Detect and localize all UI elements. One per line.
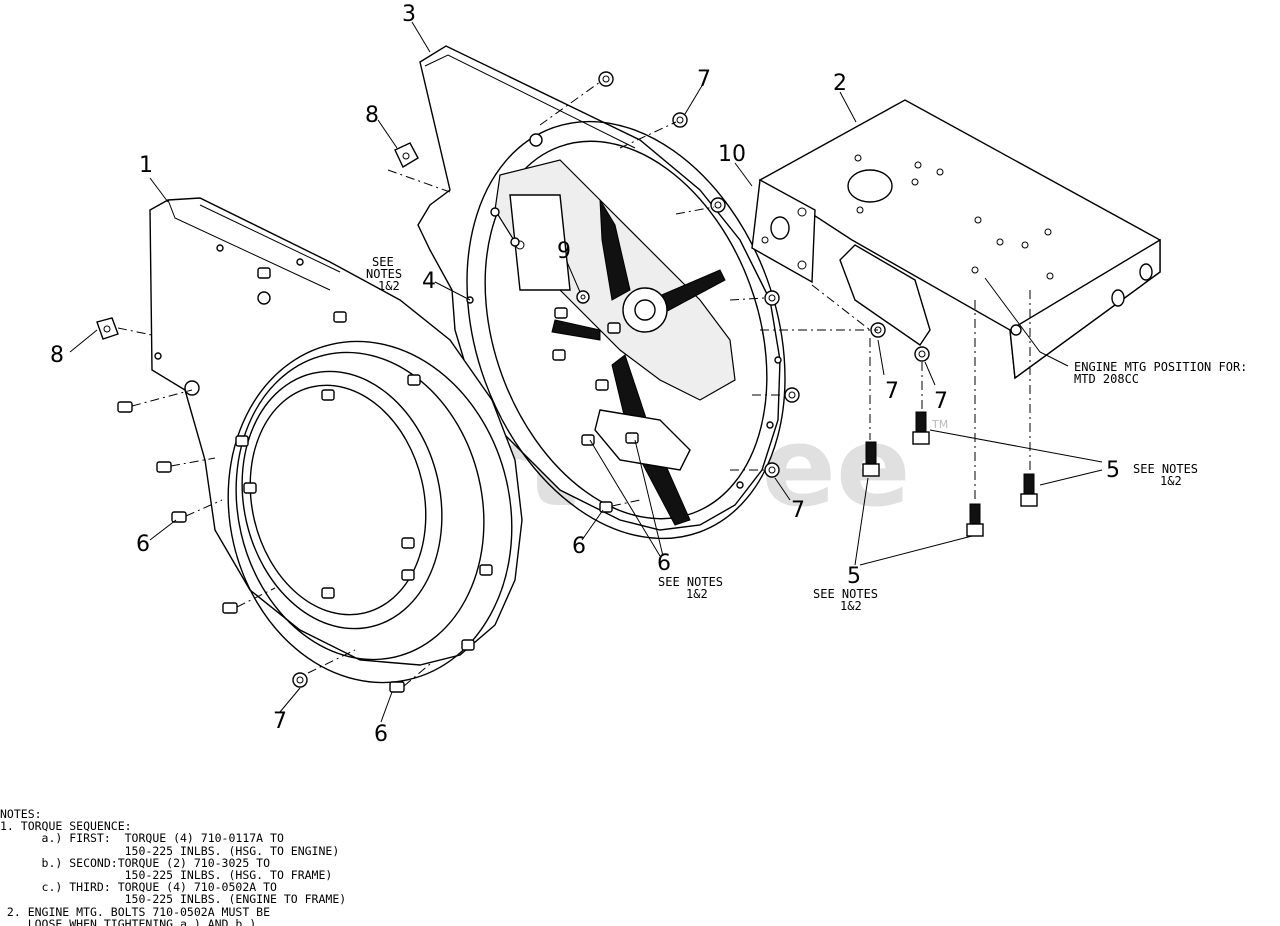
callout-6-left: 6 [136, 532, 150, 557]
part-8-clip-upper [394, 142, 419, 168]
part-1-housing-cover [149, 197, 523, 684]
callout-5-bottom: 5 [847, 564, 861, 589]
callout-7-bottom: 7 [273, 709, 287, 734]
callout-7-right-lower: 7 [791, 498, 805, 523]
callout-6-center: 6 [657, 551, 671, 576]
callout-7-frame-right: 7 [934, 389, 948, 414]
callout-3: 3 [402, 2, 416, 27]
callout-7-top: 7 [697, 67, 711, 92]
part-2-engine-frame [751, 99, 1161, 380]
callout-9: 9 [557, 239, 571, 264]
notes-block: NOTES: 1. TORQUE SEQUENCE: a.) FIRST: TO… [0, 808, 440, 926]
see-notes-housing-line2: NOTES [366, 267, 402, 281]
notes-line: a.) FIRST: TORQUE (4) 710-0117A TO [0, 831, 284, 846]
see-notes-bottom-line1: SEE NOTES [813, 587, 878, 601]
nuts-part-7 [292, 71, 930, 688]
engine-mtg-note-line2: MTD 208CC [1074, 372, 1139, 386]
notes-line: NOTES: [0, 807, 42, 821]
notes-line: b.) SECOND:TORQUE (2) 710-3025 TO [0, 855, 271, 870]
notes-line: LOOSE WHEN TIGHTENING a.) AND b.) [0, 916, 257, 926]
callout-4: 4 [422, 269, 436, 294]
callout-8-upper: 8 [365, 103, 379, 128]
callout-10: 10 [718, 142, 746, 167]
see-notes-housing-line3: 1&2 [378, 279, 400, 293]
engine-bolts-part-5 [862, 411, 1038, 537]
callout-2: 2 [833, 71, 847, 96]
callout-7-frame-left: 7 [885, 379, 899, 404]
notes-line: c.) THIRD: TORQUE (4) 710-0502A TO [0, 880, 277, 895]
leader-lines [69, 21, 1103, 723]
part-8-clip-left [96, 317, 119, 340]
callout-6-center-left: 6 [572, 534, 586, 559]
callout-8-left: 8 [50, 343, 64, 368]
notes-line: 1. TORQUE SEQUENCE: [0, 819, 132, 834]
see-notes-housing-line1: SEE [372, 255, 394, 269]
callout-6-bottom: 6 [374, 722, 388, 747]
part-3-housing-back [417, 45, 786, 540]
callout-5-right: 5 [1106, 458, 1120, 483]
see-notes-bottom-line2: 1&2 [840, 599, 862, 613]
trademark: TM [931, 418, 948, 431]
notes-line: 150-225 INLBS. (HSG. TO FRAME) [0, 868, 333, 883]
assembly-lines [117, 81, 1031, 687]
notes-line: 150-225 INLBS. (HSG. TO ENGINE) [0, 843, 340, 858]
callout-1: 1 [139, 153, 153, 178]
bolts-part-6 [117, 267, 639, 693]
notes-line: 150-225 INLBS. (ENGINE TO FRAME) [0, 892, 347, 907]
see-notes-center-line1: SEE NOTES [658, 575, 723, 589]
engine-mtg-note-line1: ENGINE MTG POSITION FOR: [1074, 360, 1247, 374]
notes-line: 2. ENGINE MTG. BOLTS 710-0502A MUST BE [0, 904, 271, 919]
callouts: 1 2 3 4 5 5 5 6 6 6 6 7 7 7 7 7 8 8 9 10 [50, 2, 1120, 747]
see-notes-right-line1: SEE NOTES [1133, 462, 1198, 476]
see-notes-center-line2: 1&2 [686, 587, 708, 601]
see-notes-labels: SEE NOTES 1&2 SEE NOTES 1&2 SEE NOTES 1&… [366, 255, 1247, 613]
see-notes-right-line2: 1&2 [1160, 474, 1182, 488]
